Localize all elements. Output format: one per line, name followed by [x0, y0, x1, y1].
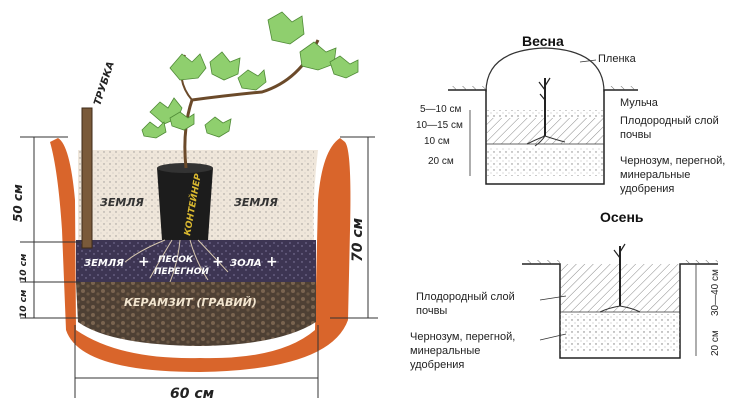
dim-60: 60 см — [170, 386, 214, 402]
spring-fertile-label-2: почвы — [620, 129, 651, 141]
soil-right-label: ЗЕМЛЯ — [234, 196, 278, 209]
dim-50: 50 см — [11, 184, 25, 222]
autumn-dim-1: 30—40 см — [710, 269, 721, 316]
autumn-chern-label-3: удобрения — [410, 359, 464, 371]
mix-plus-2: + — [212, 254, 224, 270]
spring-dim-1: 5—10 см — [420, 104, 461, 115]
roots — [124, 239, 229, 283]
soil-left-label: ЗЕМЛЯ — [100, 196, 144, 209]
autumn-diagram: Осень Плодородный слой почвы Чернозум, п… — [410, 209, 721, 371]
pit-diagram: ТРУБКА КОНТЕЙНЕР ЗЕМЛЯ ЗЕМЛЯ ЗЕМЛЯ + ПЕС… — [11, 11, 378, 402]
mix-plus-3: + — [266, 254, 278, 270]
mix-plus-1: + — [138, 254, 150, 270]
gravel-layer — [76, 282, 316, 346]
mix-layer — [76, 240, 316, 282]
gravel-label: КЕРАМЗИТ (ГРАВИЙ) — [124, 296, 257, 309]
mix-ash-label: ЗОЛА — [230, 258, 262, 269]
spring-chern-label-2: минеральные — [620, 169, 690, 181]
dim-10b: 10 см — [19, 289, 29, 318]
spring-fertile-label-1: Плодородный слой — [620, 115, 719, 127]
tube-label: ТРУБКА — [92, 60, 116, 107]
autumn-compost-layer — [560, 314, 680, 352]
container — [157, 168, 213, 240]
dim-10a: 10 см — [19, 253, 29, 282]
compost-layer — [486, 148, 604, 176]
spring-film-label: Пленка — [598, 53, 637, 65]
spring-diagram: Весна Пленка Мульча Плодородный слой поч… — [416, 33, 725, 195]
spring-chern-label-1: Чернозум, перегной, — [620, 155, 725, 167]
pit-wall — [50, 138, 351, 372]
dimension-lines — [20, 136, 378, 398]
mix-humus-label: ПЕРЕГНОЙ — [154, 265, 209, 277]
vine-leaves — [141, 11, 359, 139]
mix-sand-label: ПЕСОК — [158, 255, 194, 265]
spring-dim-2: 10—15 см — [416, 120, 463, 131]
spring-title: Весна — [522, 33, 564, 49]
spring-mulch-label: Мульча — [620, 97, 659, 109]
autumn-chern-label-1: Чернозум, перегной, — [410, 331, 515, 343]
spring-dim-3: 10 см — [424, 136, 450, 147]
autumn-fertile-label-1: Плодородный слой — [416, 291, 515, 303]
autumn-fertile-label-2: почвы — [416, 305, 447, 317]
dim-70: 70 см — [350, 218, 366, 262]
autumn-dim-2: 20 см — [710, 330, 721, 356]
spring-dim-4: 20 см — [428, 156, 454, 167]
spring-chern-label-3: удобрения — [620, 183, 674, 195]
autumn-chern-label-2: минеральные — [410, 345, 480, 357]
autumn-title: Осень — [600, 209, 644, 225]
mix-soil-label: ЗЕМЛЯ — [84, 258, 124, 269]
tube — [81, 107, 93, 249]
film-dome — [485, 47, 605, 93]
vine-stem — [183, 39, 320, 169]
